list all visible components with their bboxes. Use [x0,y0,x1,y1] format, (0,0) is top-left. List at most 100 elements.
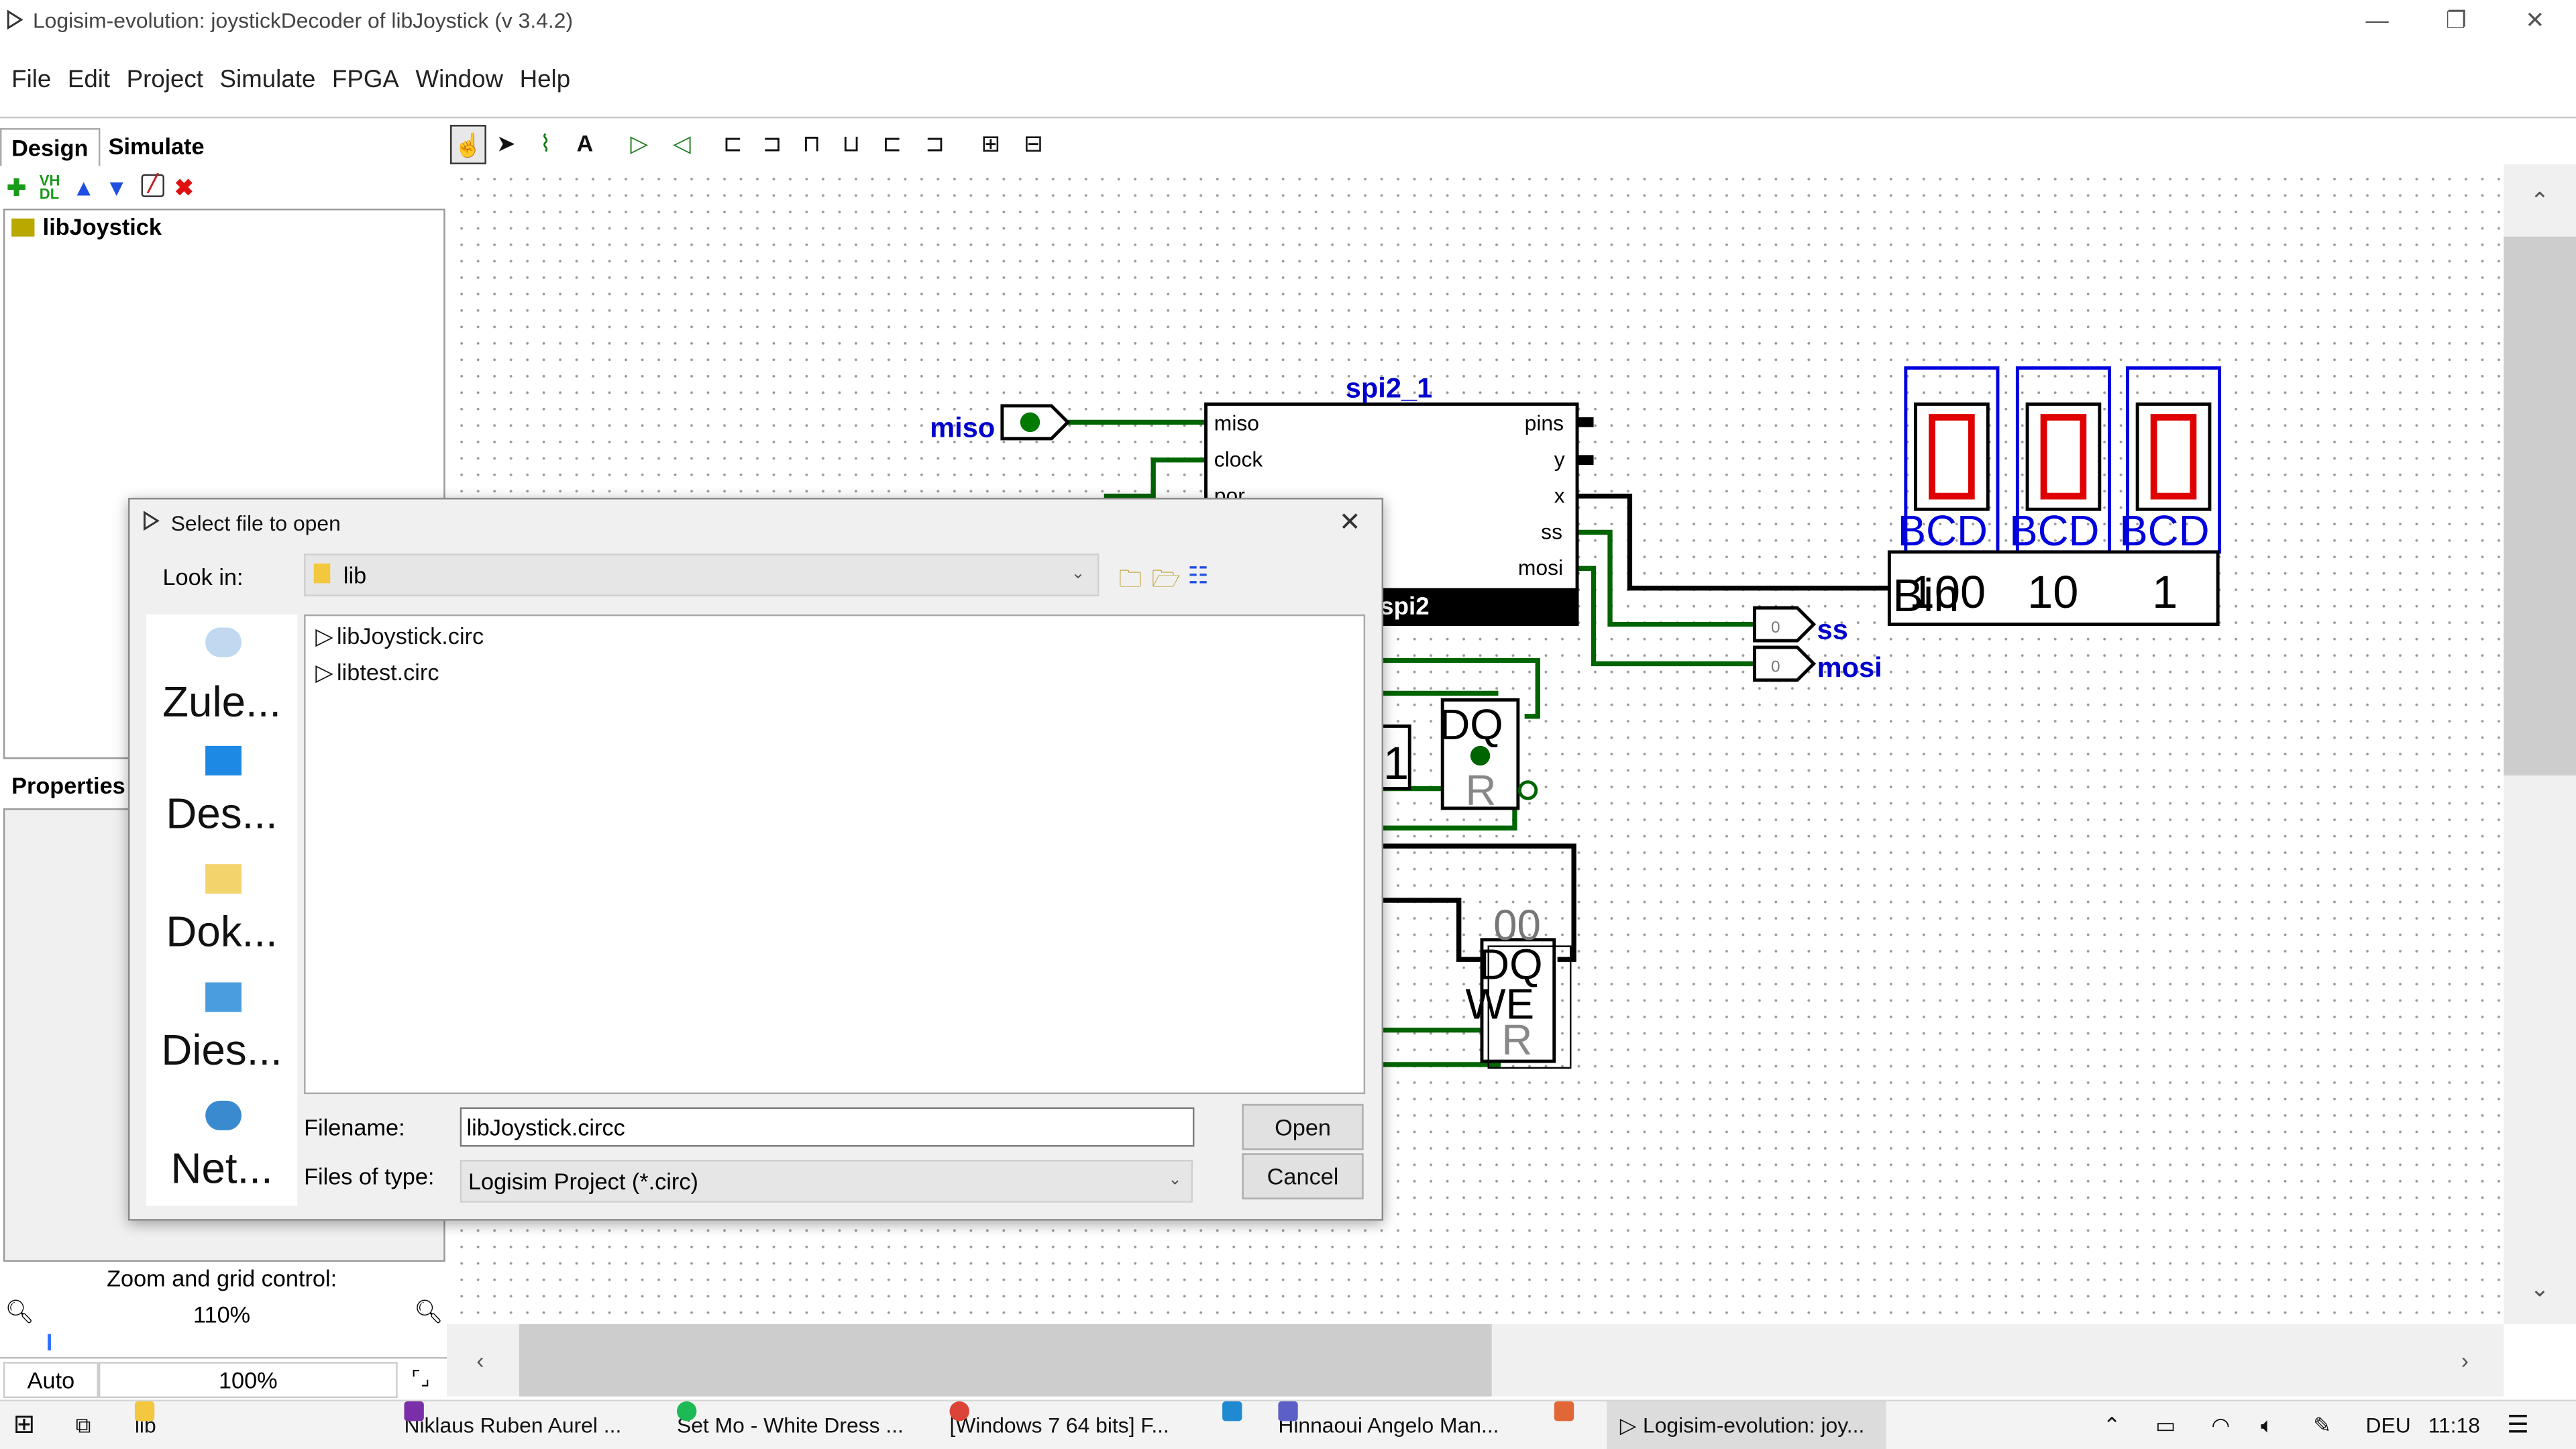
taskbar-app-teams[interactable]: Hinnaoui Angelo Man... [1278,1401,1534,1449]
language-indicator[interactable]: DEU [2365,1413,2411,1438]
tree-item-libjoystick[interactable]: libJoystick [11,213,162,240]
gate-buffer-icon[interactable]: ⊐ [762,129,782,156]
folder-icon [313,564,331,584]
tab-simulate[interactable]: Simulate [108,133,205,160]
output-pin-icon[interactable]: ◁ [673,129,691,156]
onenote-icon [404,1401,424,1421]
filetype-dropdown[interactable]: Logisim Project (*.circ) ⌄ [460,1159,1193,1203]
taskbar-app-spotify[interactable]: Set Mo - White Dress ... [676,1401,933,1449]
place-recent[interactable]: Zule... [146,621,297,736]
scroll-left-icon[interactable]: ‹ [476,1347,484,1374]
menu-fpga[interactable]: FPGA [331,65,399,94]
gate-or-icon[interactable]: ⊔ [842,129,860,156]
circuit-appearance-icon[interactable]: ⊟ [1024,129,1043,156]
constant-one-box[interactable] [1378,724,1411,790]
seven-seg-1 [1914,402,1990,511]
minimize-button[interactable]: — [2365,6,2389,33]
battery-icon[interactable]: ▭ [2155,1413,2176,1438]
place-documents[interactable]: Dok... [146,857,297,972]
gate-nor-icon[interactable]: ⊐ [925,129,945,156]
menu-window[interactable]: Window [415,65,504,94]
zoom-in-icon[interactable]: 🔍︎ [414,1297,443,1324]
move-up-icon[interactable]: ▲ [72,174,95,201]
zoom-slider-handle[interactable] [48,1334,51,1351]
close-window-button[interactable]: ✕ [2525,6,2545,33]
vertical-scroll-thumb[interactable] [2504,236,2576,775]
taskbar-app-chrome[interactable]: [Windows 7 64 bits] F... [949,1401,1206,1449]
file-list[interactable]: ▷libJoystick.circ ▷libtest.circ [304,614,1366,1095]
horizontal-scroll-thumb[interactable] [519,1324,1492,1397]
menu-edit[interactable]: Edit [67,65,111,94]
wifi-icon[interactable]: ◠ [2211,1413,2231,1438]
taskbar-app-logisim[interactable]: ▷Logisim-evolution: joy... [1607,1401,1886,1449]
input-pin-icon[interactable]: ▷ [630,129,648,156]
zoom-out-icon[interactable]: 🔍︎ [5,1297,34,1324]
select-tool-icon[interactable]: ➤ [496,129,516,156]
auto-zoom-button[interactable]: Auto [3,1362,99,1399]
pin-stub-y [1577,455,1594,466]
register-component[interactable] [1480,938,1556,1063]
gate-not-icon[interactable]: ⊏ [722,129,743,156]
task-view-icon[interactable]: ⧉ [75,1413,91,1438]
wire-x [1577,493,1890,591]
notification-icon[interactable]: ☰ [2507,1411,2530,1440]
look-in-dropdown[interactable]: ⌄ [304,553,1099,596]
scroll-right-icon[interactable]: › [2461,1347,2469,1374]
grid-toggle-icon[interactable]: ⌜⌟ [411,1366,430,1390]
scroll-down-icon[interactable]: ⌄ [2530,1275,2550,1301]
place-this-pc[interactable]: Dies... [146,976,297,1091]
clock[interactable]: 11:18 [2428,1413,2480,1438]
gate-nand-icon[interactable]: ⊏ [882,129,902,156]
taskbar-app-matlab[interactable] [1554,1401,1594,1449]
bin-output-1: 1 [2152,566,2178,618]
bcd-display-group: BCD BCD BCD Bin 100 10 1 [1887,366,2222,627]
move-down-icon[interactable]: ▼ [105,174,128,201]
up-folder-icon[interactable]: 🗀 [1118,565,1142,592]
edit-appearance-icon[interactable]: ╱ [141,174,164,197]
cancel-button[interactable]: Cancel [1242,1153,1364,1199]
tab-design[interactable]: Design [0,128,100,166]
circuit-drawing: miso spi2 spi2_1 miso clock por pins y x… [930,366,2222,1069]
tray-overflow-icon[interactable]: ⌃ [2102,1413,2121,1438]
text-tool-icon[interactable]: A [576,129,594,156]
menu-file[interactable]: File [11,65,52,94]
poke-tool-icon[interactable]: ☝ [450,125,486,164]
wire-tool-icon[interactable]: ⌇ [539,129,551,156]
circuit-file-icon: ▷ [315,623,333,649]
menu-help[interactable]: Help [519,65,571,94]
miso-pin-value-led [1020,412,1040,433]
menu-project[interactable]: Project [126,65,203,94]
view-list-icon[interactable]: ☷ [1187,561,1209,588]
properties-label: Properties [11,772,125,799]
taskbar-app-onenote[interactable]: Niklaus Ruben Aurel ... [404,1401,660,1449]
add-circuit-icon[interactable]: ✚ [7,174,26,201]
taskbar-app-explorer[interactable]: lib [134,1401,381,1449]
pen-icon[interactable]: ✎ [2313,1413,2331,1438]
place-network[interactable]: Net... [146,1094,297,1209]
reset-zoom-button[interactable]: 100% [98,1362,398,1399]
volume-icon[interactable]: 🔈︎ [2260,1413,2273,1438]
seven-seg-3-digit [2150,414,2197,500]
ss-pin-shape[interactable] [1753,606,1817,643]
mosi-pin-shape[interactable] [1753,645,1817,682]
new-folder-icon[interactable]: 🗁 [1151,565,1181,592]
file-item-libtest[interactable]: ▷libtest.circ [315,659,439,687]
bin-to-bcd-box[interactable] [1887,550,2220,627]
taskbar-app-vscode[interactable] [1222,1401,1262,1449]
gate-and-icon[interactable]: ⊓ [802,129,821,156]
dff-inverted-output [1517,780,1538,800]
dialog-close-icon[interactable]: ✕ [1338,509,1361,537]
maximize-button[interactable]: ❐ [2445,6,2467,33]
place-desktop[interactable]: Des... [146,739,297,854]
bcd-label-2: BCD [2009,507,2099,555]
filename-input[interactable]: libJoystick.circc [460,1107,1195,1147]
open-button[interactable]: Open [1242,1104,1364,1150]
menu-simulate[interactable]: Simulate [219,65,316,94]
file-item-libjoystick[interactable]: ▷libJoystick.circ [315,623,484,651]
circuit-layout-icon[interactable]: ⊞ [981,129,1001,156]
start-button[interactable]: ⊞ [13,1411,36,1440]
scroll-up-icon[interactable]: ⌃ [2530,187,2550,214]
look-in-value: lib [343,561,367,588]
delete-icon[interactable]: ✖ [174,174,194,201]
